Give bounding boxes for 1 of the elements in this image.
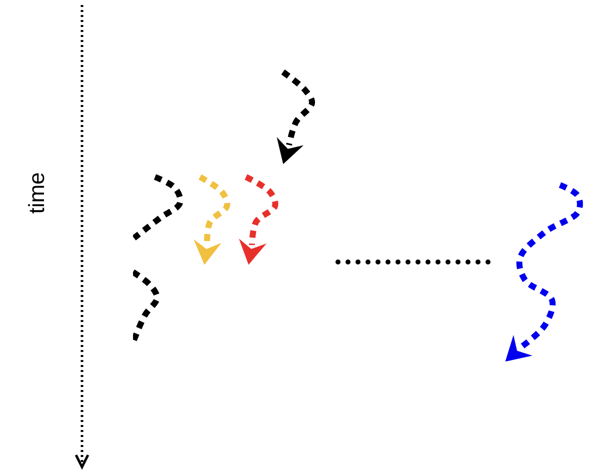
axis-label: time <box>24 172 50 214</box>
